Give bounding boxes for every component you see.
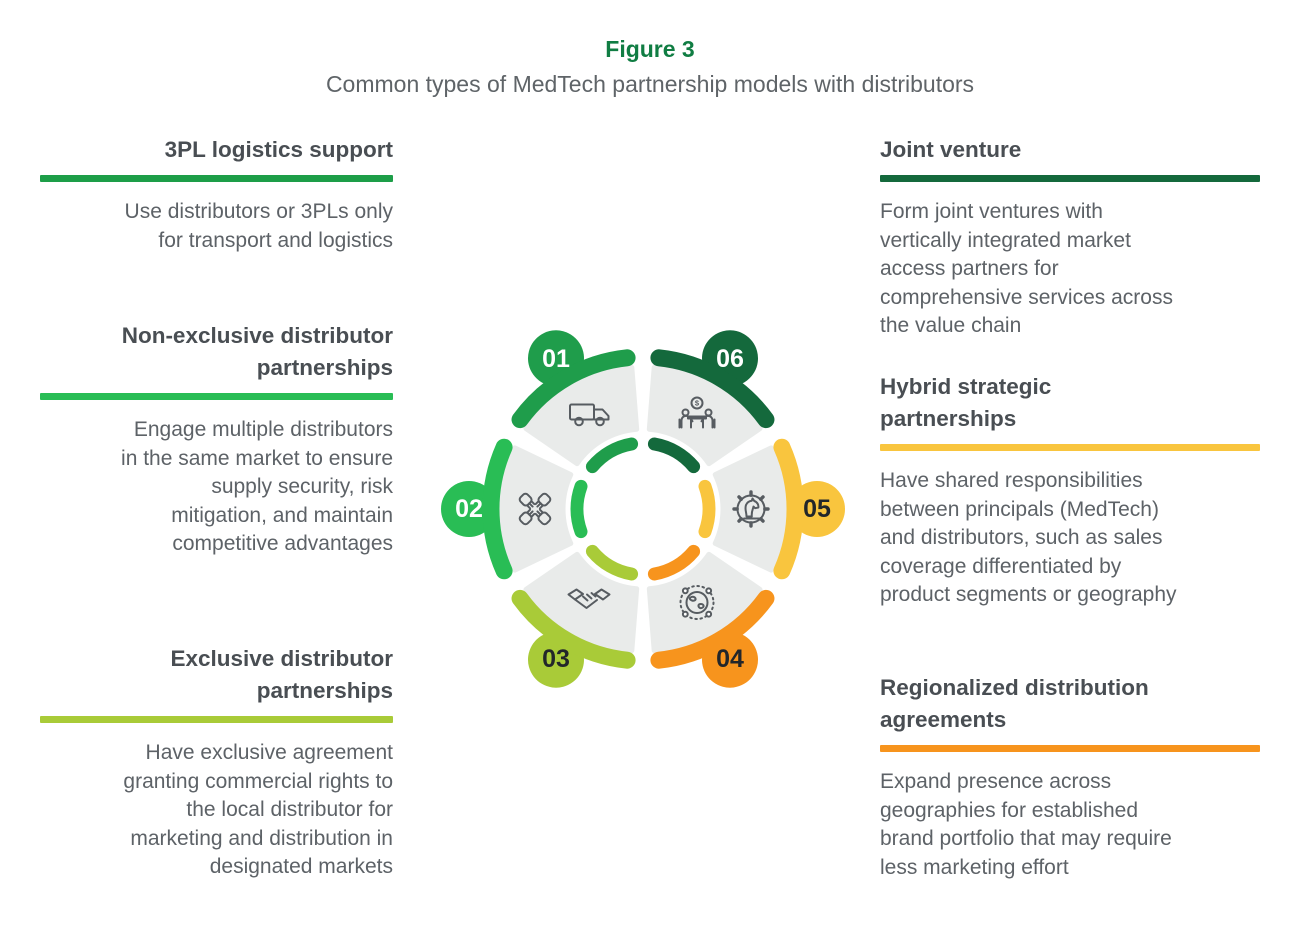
segment-outer-arc bbox=[511, 349, 636, 429]
accent-bar bbox=[880, 444, 1260, 451]
figure-label: Figure 3 bbox=[605, 36, 695, 62]
handshake-icon bbox=[567, 588, 611, 609]
segment-inner-arc bbox=[647, 437, 701, 474]
section-body: Expand presence across geographies for e… bbox=[880, 770, 1172, 879]
segment-outer-arc bbox=[773, 438, 804, 580]
accent-bar-fill bbox=[880, 745, 1260, 752]
wheel-segment-05 bbox=[698, 438, 845, 580]
accent-bar-fill bbox=[880, 175, 1260, 182]
segment-number: 06 bbox=[716, 345, 744, 373]
segment-outer-arc bbox=[482, 438, 513, 580]
segment-number: 05 bbox=[803, 495, 831, 523]
segment-inner-arc bbox=[647, 544, 701, 581]
segment-number: 02 bbox=[455, 495, 483, 523]
section-title: 3PL logistics support bbox=[164, 137, 393, 162]
section-3pl-logistics: 3PL logistics support Use distributors o… bbox=[40, 134, 393, 255]
section-non-exclusive: Non-exclusive distributor partnerships E… bbox=[40, 320, 393, 559]
section-body: Engage multiple distributors in the same… bbox=[121, 418, 393, 555]
accent-bar bbox=[40, 175, 393, 182]
section-title: Non-exclusive distributor partnerships bbox=[121, 323, 393, 380]
segment-inner-arc bbox=[698, 479, 716, 539]
segment-outer-arc bbox=[650, 349, 775, 429]
accent-bar bbox=[880, 175, 1260, 182]
section-title: Joint venture bbox=[880, 137, 1022, 162]
negotiation-money-icon: $ bbox=[678, 396, 716, 429]
section-body: Use distributors or 3PLs only for transp… bbox=[124, 200, 393, 252]
strategy-knight-gear-icon bbox=[732, 490, 770, 528]
accent-bar-fill bbox=[880, 444, 1260, 451]
section-title: Exclusive distributor partnerships bbox=[170, 646, 393, 703]
wheel-segment-01 bbox=[511, 330, 640, 474]
figure-subtitle: Common types of MedTech partnership mode… bbox=[325, 71, 975, 97]
figure-header: Figure 3 Common types of MedTech partner… bbox=[0, 36, 1300, 98]
accent-bar-fill bbox=[40, 175, 393, 182]
section-body: Have shared responsibilities between pri… bbox=[880, 469, 1177, 606]
segment-wedge bbox=[646, 551, 763, 654]
segment-wedge bbox=[498, 445, 574, 573]
accent-bar-fill bbox=[40, 716, 393, 723]
segment-number-badge bbox=[441, 481, 497, 537]
segment-number: 03 bbox=[542, 645, 570, 673]
globe-network-icon bbox=[679, 585, 715, 620]
segment-number: 01 bbox=[542, 345, 570, 373]
section-title: Regionalized distribution agreements bbox=[880, 675, 1149, 732]
section-title: Hybrid strategic partnerships bbox=[880, 374, 1052, 431]
partnership-wheel: 01 02 03 04 05 06 bbox=[436, 302, 850, 716]
wheel-segment-02 bbox=[441, 438, 588, 580]
segment-wedge bbox=[523, 551, 640, 654]
section-body: Form joint ventures with vertically inte… bbox=[880, 200, 1173, 337]
segment-number-badge bbox=[789, 481, 845, 537]
segment-outer-arc bbox=[511, 589, 636, 669]
accent-bar bbox=[40, 393, 393, 400]
truck-icon bbox=[569, 403, 610, 427]
segment-inner-arc bbox=[585, 437, 639, 474]
wheel-segment-04 bbox=[646, 544, 775, 688]
segment-number: 04 bbox=[716, 645, 744, 673]
accent-bar bbox=[880, 745, 1260, 752]
section-body: Have exclusive agreement granting commer… bbox=[123, 741, 393, 878]
segment-wedge bbox=[523, 364, 640, 467]
section-joint-venture: Joint venture Form joint ventures with v… bbox=[880, 134, 1263, 341]
segment-inner-arc bbox=[570, 479, 588, 539]
segment-outer-arc bbox=[650, 589, 775, 669]
dollar-coin-icon bbox=[690, 396, 704, 410]
section-hybrid-strategic: Hybrid strategic partnerships Have share… bbox=[880, 371, 1263, 610]
partnership-wheel-svg: 01 02 03 04 05 06 bbox=[441, 330, 845, 688]
dollar-sign: $ bbox=[695, 399, 700, 408]
segment-wedge bbox=[712, 445, 788, 573]
section-regionalized: Regionalized distribution agreements Exp… bbox=[880, 672, 1263, 882]
section-exclusive: Exclusive distributor partnerships Have … bbox=[40, 643, 393, 882]
wheel-segment-03 bbox=[511, 544, 640, 688]
segment-inner-arc bbox=[585, 544, 639, 581]
accent-bar bbox=[40, 716, 393, 723]
accent-bar-fill bbox=[40, 393, 393, 400]
